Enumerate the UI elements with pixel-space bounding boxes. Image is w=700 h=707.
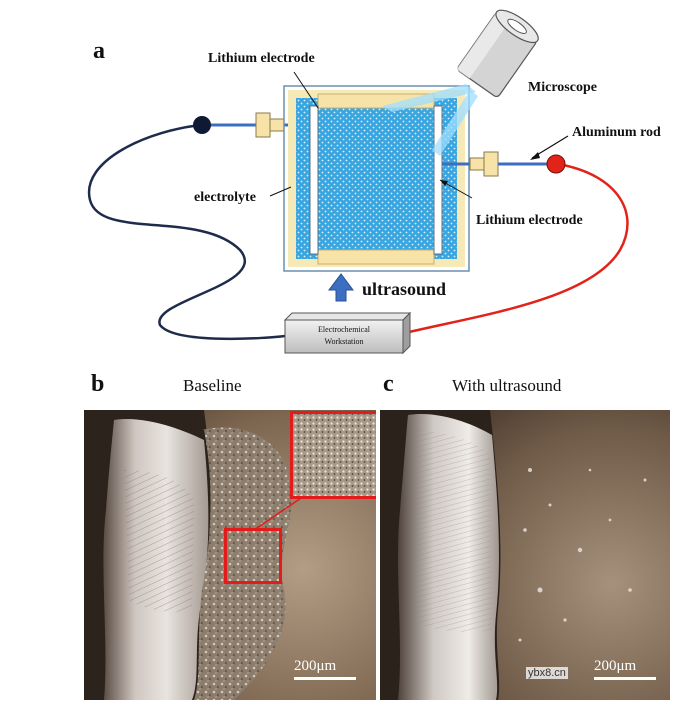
scale-bar-b [294, 677, 356, 680]
setup-schematic [87, 9, 629, 355]
panel-b-title: Baseline [183, 376, 242, 395]
panel-b-letter: b [91, 371, 105, 397]
panel-a-letter: a [93, 38, 105, 64]
left-clamp [255, 112, 271, 138]
label-ultrasound: ultrasound [362, 279, 447, 299]
negative-wire [87, 123, 286, 341]
label-workstation-line1: Electrochemical [318, 325, 370, 334]
scale-bar-c [594, 677, 656, 680]
positive-terminal [546, 154, 566, 174]
label-lithium-electrode-top: Lithium electrode [208, 51, 315, 66]
leader-electrode-top [293, 71, 319, 109]
zoom-region-box [224, 528, 282, 584]
microscope-icon [456, 9, 539, 98]
label-electrolyte: electrolyte [194, 190, 256, 205]
ultrasound-micrograph: 200μm [380, 410, 670, 700]
electrochemical-workstation [284, 319, 404, 354]
lithium-electrode-left [309, 105, 319, 255]
electrolyte [296, 98, 457, 259]
zoom-connector [253, 495, 305, 531]
lithium-electrode-right [433, 105, 443, 255]
baseline-micrograph: 200μm [84, 410, 376, 700]
watermark: ybx8.cn [526, 667, 568, 679]
microscope-beam [382, 84, 476, 112]
positive-wire [404, 162, 629, 335]
panel-c-letter: c [383, 371, 394, 397]
label-lithium-electrode-right: Lithium electrode [476, 213, 583, 228]
scale-label-c: 200μm [594, 658, 637, 674]
label-microscope: Microscope [528, 80, 597, 95]
ultrasound-arrow [328, 273, 354, 302]
label-aluminum-rod: Aluminum rod [572, 125, 661, 140]
cell-outer [283, 85, 470, 272]
right-clamp [483, 151, 499, 177]
negative-terminal [193, 116, 211, 134]
zoom-inset-box [290, 411, 376, 499]
label-workstation-line2: Workstation [324, 337, 364, 346]
leader-electrolyte [269, 186, 292, 197]
panel-c-title: With ultrasound [452, 376, 562, 395]
scale-label-b: 200μm [294, 658, 337, 674]
